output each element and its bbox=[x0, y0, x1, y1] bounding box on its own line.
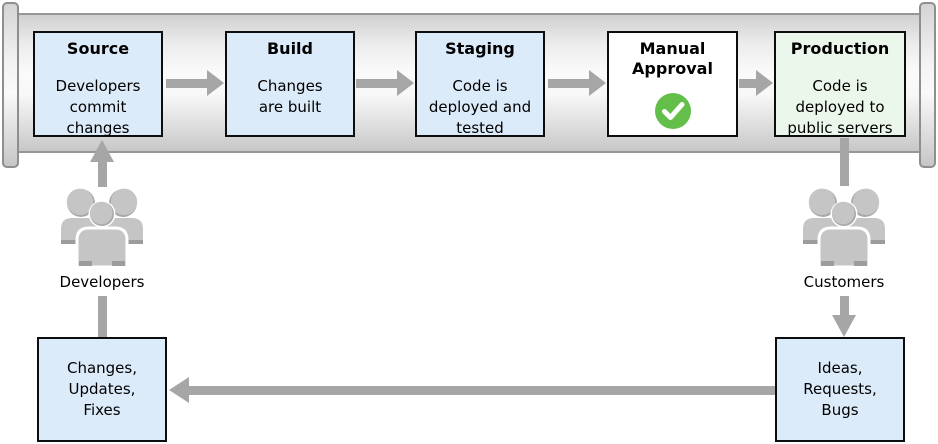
stage-build-title: Build bbox=[266, 39, 313, 58]
stage-source-title: Source bbox=[66, 39, 130, 58]
check-mark bbox=[661, 102, 684, 120]
stage-production-title: Production bbox=[790, 39, 890, 58]
arrow-shaft bbox=[166, 79, 209, 88]
stage-staging-title: Staging bbox=[445, 39, 515, 58]
connector-changes-to-developers bbox=[98, 296, 107, 337]
arrow-shaft bbox=[356, 79, 399, 88]
ideas-requests-bugs-text: Ideas, Requests, Bugs bbox=[803, 359, 877, 419]
stage-source-description: Developers commit changes bbox=[55, 77, 141, 137]
ideas-requests-bugs-box: Ideas, Requests, Bugs bbox=[775, 337, 905, 442]
arrow-head-right bbox=[397, 70, 414, 96]
arrow-build-to-staging bbox=[356, 70, 414, 96]
connector-ideas-to-changes bbox=[188, 386, 775, 395]
arrow-staging-to-approval bbox=[548, 70, 606, 96]
pipe-cap-left bbox=[2, 2, 19, 168]
arrow-shaft bbox=[548, 79, 591, 88]
arrow-head-down-into-ideas bbox=[832, 315, 856, 337]
connector-customers-to-ideas bbox=[840, 296, 849, 315]
connector-production-to-customers bbox=[840, 138, 849, 186]
stage-production-description: Code is deployed to public servers bbox=[787, 77, 893, 137]
arrow-head-left-into-changes bbox=[169, 377, 189, 403]
stage-source: Source Developers commit changes bbox=[33, 31, 163, 137]
stage-production: Production Code is deployed to public se… bbox=[774, 31, 906, 137]
arrow-shaft bbox=[739, 79, 758, 88]
arrow-head-up-into-source bbox=[90, 140, 114, 162]
stage-staging: Staging Code is deployed and tested bbox=[415, 31, 545, 137]
customers-group-icon bbox=[803, 188, 885, 269]
customers-label: Customers bbox=[803, 273, 885, 291]
changes-updates-fixes-box: Changes, Updates, Fixes bbox=[37, 337, 167, 442]
pipe-cap-right bbox=[919, 2, 936, 168]
stage-build-description: Changes are built bbox=[257, 77, 323, 116]
approval-check-icon bbox=[654, 93, 691, 129]
stage-manual-approval: Manual Approval bbox=[607, 31, 738, 137]
connector-developers-to-source bbox=[98, 161, 107, 187]
arrow-approval-to-production bbox=[739, 70, 773, 96]
stage-manual-approval-title: Manual Approval bbox=[632, 39, 713, 78]
arrow-head-right bbox=[589, 70, 606, 96]
developers-group-icon bbox=[61, 188, 143, 269]
arrow-head-right bbox=[756, 70, 773, 96]
arrow-head-right bbox=[207, 70, 224, 96]
stage-build: Build Changes are built bbox=[225, 31, 355, 137]
changes-updates-fixes-text: Changes, Updates, Fixes bbox=[66, 359, 137, 419]
arrow-source-to-build bbox=[166, 70, 224, 96]
developers-label: Developers bbox=[59, 273, 145, 291]
stage-staging-description: Code is deployed and tested bbox=[428, 77, 532, 137]
